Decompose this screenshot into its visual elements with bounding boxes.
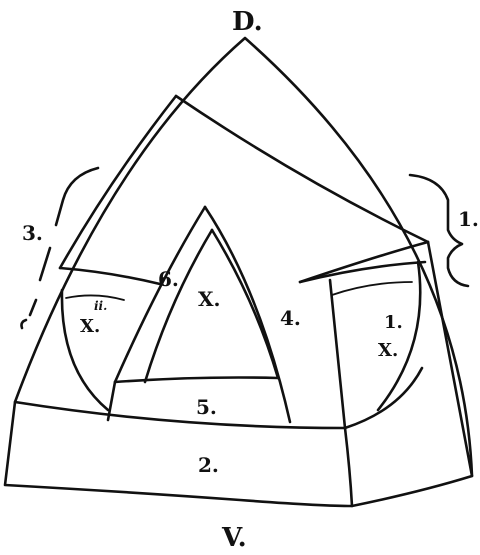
label-center-x: X. <box>198 287 220 311</box>
outer-outline <box>5 38 472 506</box>
label-6: 6. <box>158 267 179 291</box>
left-bracket <box>22 168 99 328</box>
left-arm-inner-edge <box>60 96 176 268</box>
label-4: 4. <box>280 306 301 330</box>
label-2: 2. <box>198 453 219 477</box>
right-chamber-top <box>300 262 425 282</box>
label-right-chamber-x: X. <box>378 340 398 361</box>
left-chamber-top <box>60 268 160 284</box>
label-left-chamber-x: X. <box>80 316 100 337</box>
right-chamber-inner <box>332 282 412 295</box>
label-right-chamber-num: 1. <box>384 312 403 333</box>
label-v: V. <box>221 523 247 553</box>
label-5: 5. <box>196 395 217 419</box>
label-1-bracket: 1. <box>458 207 479 231</box>
region-5-top <box>115 378 278 383</box>
band-2-right-edge <box>345 428 352 506</box>
left-arm-edge-b <box>115 207 205 382</box>
right-chamber-left <box>330 280 345 428</box>
label-3: 3. <box>22 221 43 245</box>
band-2-top-edge <box>15 402 345 428</box>
inner-right-edge-b <box>212 230 278 378</box>
label-d: D. <box>232 7 263 37</box>
top-band-right-edge <box>428 242 472 476</box>
label-left-chamber-num: ii. <box>94 299 107 313</box>
right-chamber-bottom <box>345 368 422 428</box>
